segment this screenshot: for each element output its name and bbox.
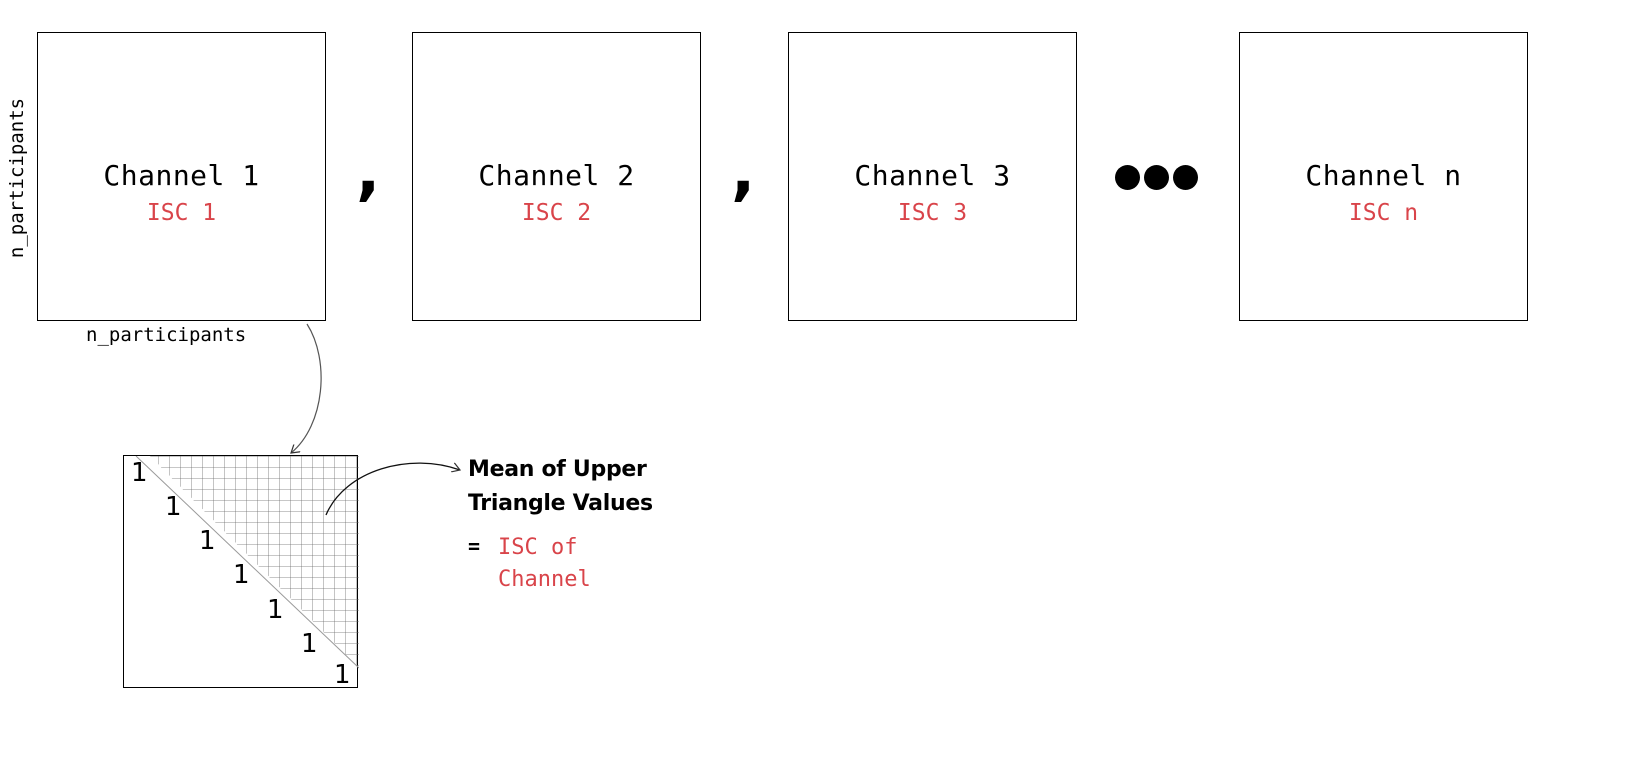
channel-n-title: Channel n bbox=[1305, 159, 1462, 192]
channel-2-matrix-box: Channel 2 ISC 2 bbox=[412, 32, 701, 321]
channel-3-title: Channel 3 bbox=[854, 159, 1011, 192]
mean-caption: Mean of Upper Triangle Values bbox=[468, 453, 653, 521]
upper-triangle-grid-icon bbox=[135, 456, 359, 669]
x-axis-label: n_participants bbox=[86, 324, 247, 346]
caption-line-1: Mean of Upper bbox=[468, 457, 647, 482]
dot-icon bbox=[1144, 165, 1169, 190]
comma-separator-2: , bbox=[731, 135, 756, 209]
diagonal-value: 1 bbox=[199, 526, 216, 556]
channel-1-title: Channel 1 bbox=[103, 159, 260, 192]
isc-result: ISC of Channel bbox=[498, 532, 591, 596]
y-axis-label: n_participants bbox=[6, 97, 28, 259]
dot-icon bbox=[1115, 165, 1140, 190]
channel-2-title: Channel 2 bbox=[478, 159, 635, 192]
correlation-matrix: 1 1 1 1 1 1 1 bbox=[123, 455, 359, 690]
channel-1-isc-label: ISC 1 bbox=[146, 200, 217, 226]
comma-separator-1: , bbox=[356, 135, 381, 209]
channel-3-matrix-box: Channel 3 ISC 3 bbox=[788, 32, 1077, 321]
diagonal-value: 1 bbox=[165, 492, 182, 522]
diagonal-value: 1 bbox=[233, 560, 250, 590]
channel-1-matrix-box: Channel 1 ISC 1 bbox=[37, 32, 326, 321]
diagonal-value: 1 bbox=[131, 458, 148, 488]
caption-line-2: Triangle Values bbox=[468, 491, 653, 516]
channel-3-isc-label: ISC 3 bbox=[897, 200, 968, 226]
channel-n-matrix-box: Channel n ISC n bbox=[1239, 32, 1528, 321]
channel-2-isc-label: ISC 2 bbox=[521, 200, 592, 226]
result-line-1: ISC of bbox=[498, 535, 578, 560]
diagonal-value: 1 bbox=[267, 595, 284, 625]
diagonal-value: 1 bbox=[301, 629, 318, 659]
result-line-2: Channel bbox=[498, 567, 591, 592]
zoom-arrow-icon bbox=[291, 323, 322, 453]
equals-sign: = bbox=[468, 534, 481, 558]
channel-n-isc-label: ISC n bbox=[1348, 200, 1419, 226]
diagonal-value: 1 bbox=[334, 660, 351, 690]
dot-icon bbox=[1173, 165, 1198, 190]
ellipsis-icon bbox=[1115, 165, 1198, 190]
